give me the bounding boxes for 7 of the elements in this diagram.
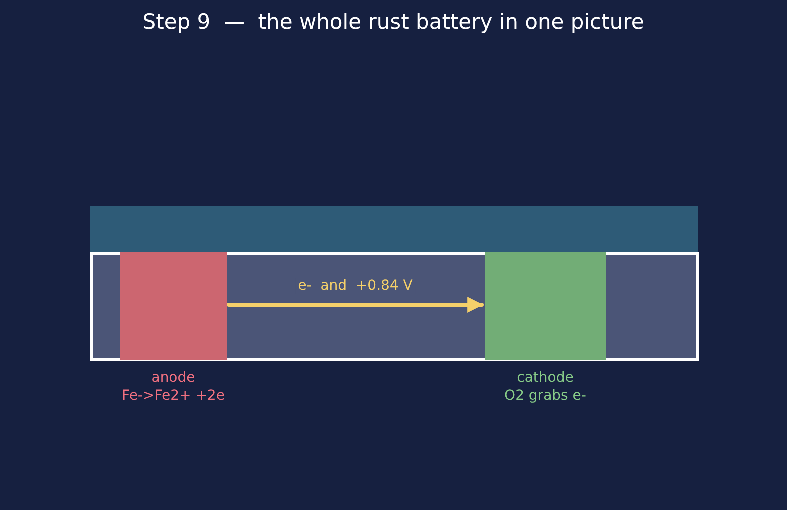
- reaction-label: Fe->Fe2+ +2e: [122, 388, 225, 404]
- water-band: [90, 206, 698, 252]
- arrow: [227, 297, 484, 313]
- reaction-label: O2 grabs e-: [504, 388, 586, 404]
- diagram-title: Step 9 — the whole rust battery in one picture: [142, 10, 646, 34]
- node-heading: anode: [152, 370, 196, 386]
- node-heading: cathode: [517, 370, 574, 386]
